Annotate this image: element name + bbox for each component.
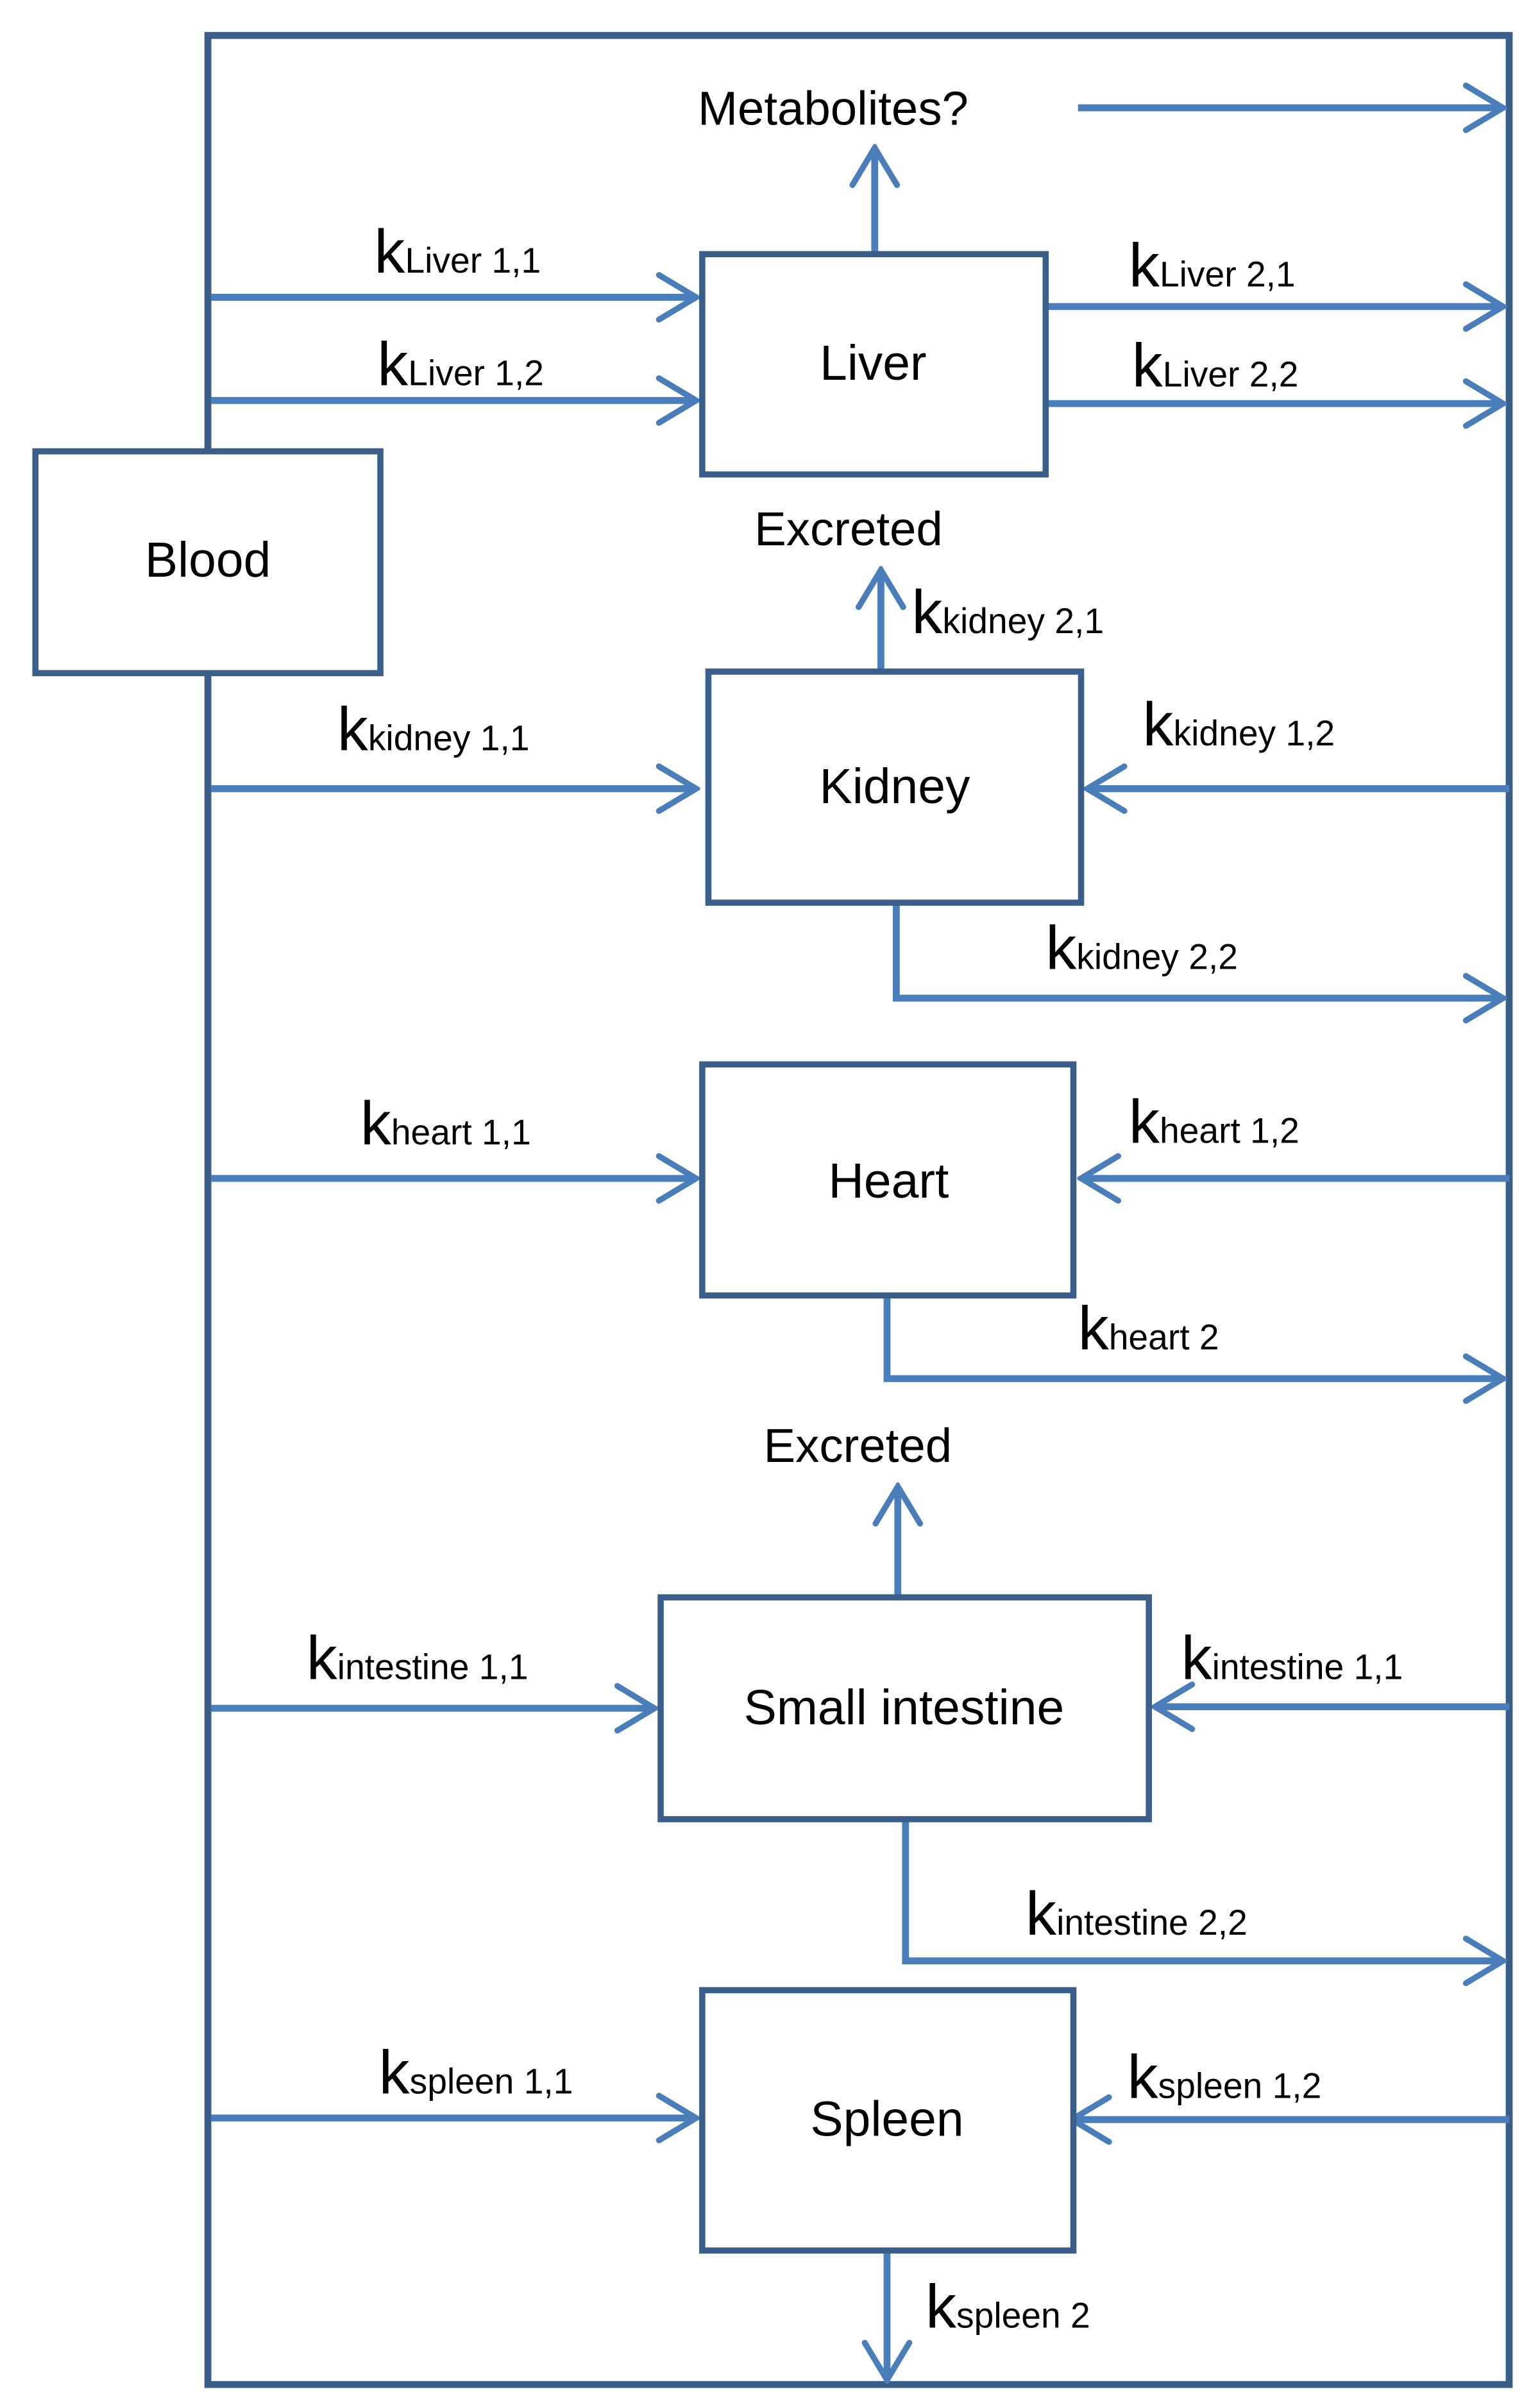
- heart-box: [699, 1061, 1077, 1299]
- kidney-box: [705, 668, 1085, 906]
- small-intestine-box: [657, 1594, 1152, 1822]
- kidney-out-arrow: [892, 903, 1503, 998]
- rate-labels: kLiver 1,1 kLiver 1,2 kLiver 2,1 kLiver …: [307, 217, 1403, 2341]
- rate-liver-1-1: kLiver 1,1: [374, 217, 541, 286]
- rate-liver-2-2: kLiver 2,2: [1132, 332, 1299, 400]
- rate-kidney-1-2: kkidney 1,2: [1143, 690, 1335, 759]
- rate-intestine-1-1-out: kintestine 1,1: [1181, 1624, 1403, 1692]
- rate-kidney-1-1: kkidney 1,1: [337, 695, 530, 763]
- rate-intestine-2-2: kintestine 2,2: [1026, 1880, 1248, 1948]
- excreted-kidney-label: Excreted: [754, 502, 943, 556]
- kidney-node: Kidney: [705, 668, 1085, 906]
- heart-out-arrow: [883, 1295, 1503, 1379]
- heart-label: Heart: [828, 1153, 949, 1209]
- rate-liver-1-2: kLiver 1,2: [377, 330, 544, 398]
- blood-node: Blood: [32, 448, 384, 677]
- blood-label: Blood: [145, 532, 271, 588]
- spleen-label: Spleen: [810, 2091, 963, 2146]
- rate-kidney-2-2: kkidney 2,2: [1045, 913, 1238, 982]
- metabolites-label: Metabolites?: [698, 81, 969, 135]
- rate-spleen-1-2: kspleen 1,2: [1128, 2043, 1322, 2112]
- arrows: [210, 108, 1509, 2380]
- heart-node: Heart: [699, 1061, 1077, 1299]
- spleen-node: Spleen: [699, 1987, 1077, 2254]
- small-intestine-node: Small intestine: [657, 1594, 1152, 1822]
- rate-intestine-1-1-in: kintestine 1,1: [307, 1624, 529, 1692]
- kidney-label: Kidney: [820, 759, 970, 814]
- small-intestine-label: Small intestine: [744, 1680, 1065, 1735]
- intestine-out-arrow: [902, 1819, 1503, 1961]
- rate-kidney-2-1: kkidney 2,1: [911, 578, 1104, 647]
- liver-label: Liver: [820, 335, 927, 391]
- blood-box: [32, 448, 384, 677]
- circulation-frame: [204, 31, 1513, 2388]
- rate-liver-2-1: kLiver 2,1: [1129, 232, 1296, 300]
- rate-heart-1-2: kheart 1,2: [1129, 1088, 1299, 1157]
- spleen-box: [699, 1987, 1077, 2254]
- rate-spleen-1-1: kspleen 1,1: [379, 2038, 573, 2107]
- rate-heart-1-1: kheart 1,1: [360, 1089, 531, 1158]
- rate-spleen-2: kspleen 2: [926, 2272, 1090, 2341]
- excreted-intestine-label: Excreted: [764, 1419, 952, 1472]
- liver-node: Liver: [699, 251, 1049, 478]
- rate-heart-2: kheart 2: [1078, 1295, 1219, 1363]
- liver-box: [699, 251, 1049, 478]
